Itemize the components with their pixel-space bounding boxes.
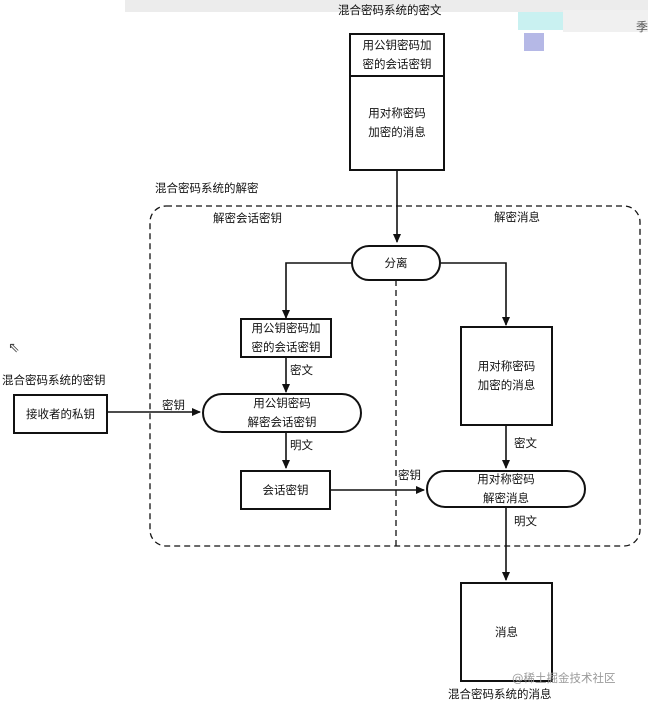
decryption-boundary — [149, 205, 641, 547]
encrypted-message-box: 用对称密码 加密的消息 — [460, 326, 553, 426]
text-line: 用对称密码 — [477, 472, 535, 486]
text-line: 会话密钥 — [262, 482, 309, 497]
split-node: 分离 — [351, 245, 441, 281]
blur-artifact — [563, 10, 648, 32]
encrypted-message-part: 用对称密码 加密的消息 — [368, 77, 426, 169]
text-line: 用对称密码 — [368, 106, 426, 120]
blur-artifact — [524, 33, 544, 51]
plaintext-label: 明文 — [514, 514, 537, 528]
message-box: 消息 — [460, 582, 553, 682]
text-line: 用公钥密码加 — [251, 321, 321, 335]
receiver-private-key-box: 接收者的私钥 — [13, 394, 108, 434]
pk-decrypt-node: 用公钥密码 解密会话密钥 — [202, 393, 362, 433]
key-label: 密钥 — [162, 398, 185, 412]
message-title: 混合密码系统的消息 — [448, 687, 552, 701]
text-line: 加密的消息 — [368, 125, 426, 139]
text-line: 用公钥密码 — [253, 396, 311, 410]
text-line: 用对称密码 — [477, 359, 536, 373]
blur-artifact — [518, 12, 563, 30]
ciphertext-title: 混合密码系统的密文 — [338, 3, 442, 17]
text-line: 解密消息 — [483, 491, 529, 505]
decryption-title: 混合密码系统的解密 — [155, 181, 259, 195]
mouse-cursor-icon: ⇖ — [8, 340, 20, 356]
top-bar-artifact — [125, 0, 648, 12]
plaintext-label: 明文 — [290, 438, 313, 452]
right-section-title: 解密消息 — [494, 210, 540, 224]
session-key-box: 会话密钥 — [240, 470, 331, 510]
ciphertext-label: 密文 — [290, 363, 313, 377]
encrypted-session-key-box: 用公钥密码加 密的会话密钥 — [240, 318, 332, 358]
private-key-title: 混合密码系统的密钥 — [2, 373, 106, 387]
text-line: 分离 — [384, 255, 408, 270]
corner-glyph: 季 — [636, 20, 648, 34]
text-line: 接收者的私钥 — [26, 406, 95, 421]
text-line: 用公钥密码加 — [362, 38, 432, 52]
left-section-title: 解密会话密钥 — [213, 211, 282, 225]
hybrid-ciphertext-box: 用公钥密码加 密的会话密钥 用对称密码 加密的消息 — [349, 33, 445, 171]
text-line: 密的会话密钥 — [251, 340, 321, 354]
text-line: 加密的消息 — [477, 378, 536, 392]
text-line: 密的会话密钥 — [362, 57, 432, 71]
sym-decrypt-node: 用对称密码 解密消息 — [426, 470, 586, 508]
text-line: 消息 — [495, 624, 518, 639]
encrypted-session-key-part: 用公钥密码加 密的会话密钥 — [351, 35, 443, 77]
key-label: 密钥 — [398, 468, 421, 482]
text-line: 解密会话密钥 — [247, 415, 317, 429]
ciphertext-label: 密文 — [514, 436, 537, 450]
watermark: @稀土掘金技术社区 — [512, 671, 616, 685]
